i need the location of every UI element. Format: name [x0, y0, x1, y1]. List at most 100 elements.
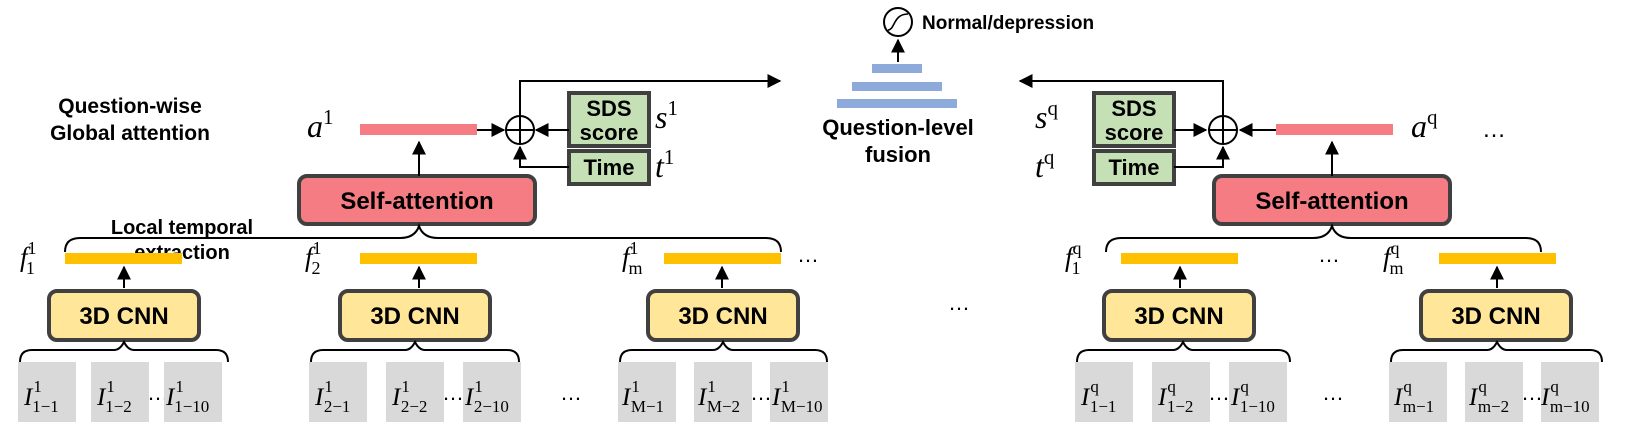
frame-tile: [386, 362, 444, 422]
score-symbol-left: s1: [655, 96, 678, 135]
time-symbol-left: t1: [655, 145, 674, 184]
local-feature-brace-left: [64, 222, 782, 253]
feature-vector: [65, 253, 182, 264]
self-attention-box-right: Self-attention: [1212, 174, 1452, 226]
feature-vector: [1439, 253, 1556, 264]
global-attention-label-line2: Global attention: [50, 122, 210, 145]
attention-symbol-right: aq: [1411, 105, 1438, 144]
frames-brace: [619, 339, 828, 363]
frame-tile: [18, 362, 76, 422]
ellipsis-right-features: …: [1318, 242, 1340, 267]
sds-score-box-right: SDS score: [1092, 91, 1176, 148]
ellipsis-right-top: …: [1482, 116, 1506, 143]
local-temporal-label-line1: Local temporal: [111, 217, 253, 239]
frame-tile: [770, 362, 828, 422]
svg-text:3D CNN: 3D CNN: [370, 303, 459, 330]
svg-text:…: …: [147, 380, 169, 405]
attention-vector-left: [360, 124, 477, 135]
svg-text:score: score: [1105, 120, 1164, 145]
fusion-stack: [837, 64, 957, 108]
frame-tile: [463, 362, 521, 422]
svg-text:3D CNN: 3D CNN: [79, 303, 168, 330]
sum-node-left: [505, 115, 535, 145]
svg-text:Time: Time: [584, 155, 635, 180]
ellipsis-left-frames: …: [560, 380, 582, 405]
sum-node-right: [1208, 115, 1238, 145]
frame-tile: [618, 362, 676, 422]
frames-brace: [19, 339, 229, 363]
frame-tile: [694, 362, 752, 422]
frames-brace: [310, 339, 520, 363]
svg-text:SDS: SDS: [1111, 96, 1156, 121]
local-feature-brace-right: [1105, 222, 1542, 253]
output-node: Normal/depression: [883, 7, 1094, 37]
svg-text:…: …: [750, 380, 772, 405]
frame-tile: [1389, 362, 1447, 422]
svg-text:score: score: [580, 120, 639, 145]
frame-tile: [1229, 362, 1287, 422]
fusion-label-line2: fusion: [865, 142, 931, 167]
svg-text:Self-attention: Self-attention: [1255, 188, 1408, 215]
frame-tile: [91, 362, 149, 422]
sds-score-box-left: SDS score: [567, 91, 651, 148]
self-attention-box-left: Self-attention: [297, 174, 537, 226]
svg-text:3D CNN: 3D CNN: [678, 303, 767, 330]
output-label: Normal/depression: [922, 13, 1094, 34]
feature-vector: [664, 253, 781, 264]
fusion-bar-top: [872, 64, 922, 73]
right-to-fusion-arrow: [1018, 74, 1224, 116]
svg-text:3D CNN: 3D CNN: [1134, 303, 1223, 330]
ellipsis-left-features: …: [797, 242, 819, 267]
score-symbol-right: sq: [1035, 96, 1058, 135]
feature-vector: [360, 253, 477, 264]
svg-text:3D CNN: 3D CNN: [1451, 303, 1540, 330]
cnn-box: [1419, 289, 1573, 342]
svg-text:…: …: [442, 380, 464, 405]
frame-tile: [309, 362, 367, 422]
time-box-left: Time: [567, 149, 651, 186]
fusion-label-line1: Question-level: [822, 115, 974, 140]
ellipsis-right-frames: …: [1322, 380, 1344, 405]
frame-tile: [1075, 362, 1133, 422]
fusion-bar-bottom: [837, 99, 957, 108]
svg-text:…: …: [1521, 380, 1543, 405]
left-to-fusion-arrow: [519, 74, 782, 116]
time-box-right: Time: [1092, 149, 1176, 186]
cnn-box: [1102, 289, 1256, 342]
frames-brace: [1076, 339, 1291, 363]
frame-tile: [1465, 362, 1523, 422]
frame-tile: [1152, 362, 1210, 422]
frame-tile: [1541, 362, 1599, 422]
svg-text:…: …: [1208, 380, 1230, 405]
attention-vector-right: [1276, 124, 1393, 135]
svg-text:SDS: SDS: [586, 96, 631, 121]
svg-text:Self-attention: Self-attention: [340, 188, 493, 215]
global-attention-label-line1: Question-wise: [58, 95, 202, 118]
